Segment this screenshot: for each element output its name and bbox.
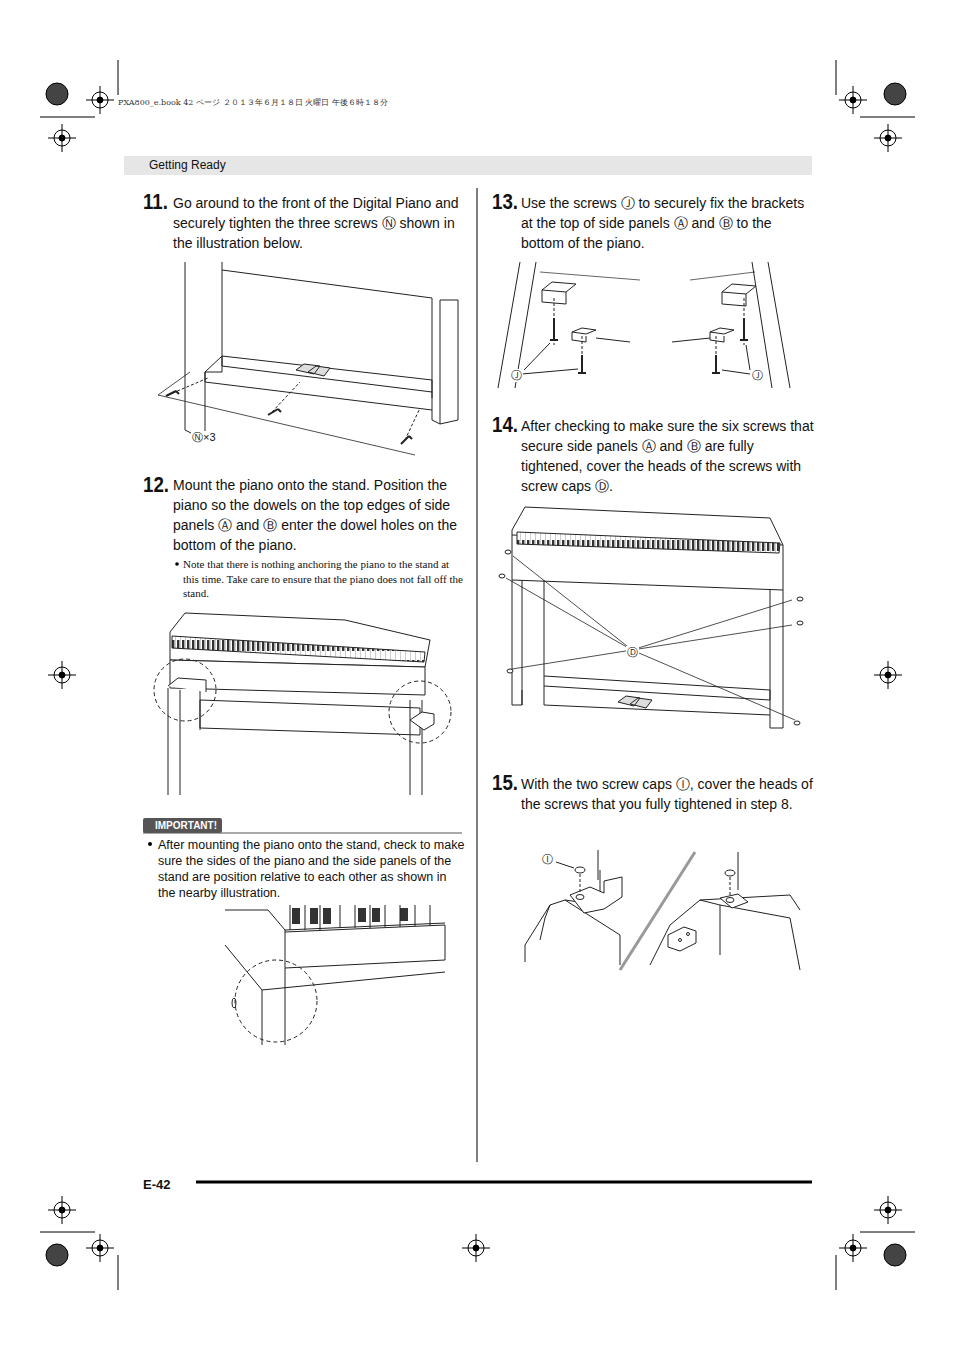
step-text: After checking to make sure the six scre… <box>521 416 817 496</box>
screw-cap-placement-illustration <box>499 507 803 728</box>
step-text: Mount the piano onto the stand. Position… <box>173 475 468 555</box>
callout-label: Ⓝ×3 <box>191 431 217 444</box>
bracket-cap-illustration <box>525 850 800 970</box>
step-number: 14. <box>492 413 518 437</box>
callout-label: Ⓘ <box>541 853 554 866</box>
callout-label: Ⓓ <box>626 646 639 659</box>
bullet <box>175 562 179 566</box>
file-stamp: PXA800_e.book 42 ページ ２０１３年６月１８日 火曜日 午後６時… <box>118 98 388 108</box>
page-number: E-42 <box>143 1177 170 1192</box>
step-number: 12. <box>143 473 169 497</box>
bullet <box>148 842 152 846</box>
callout-label: Ⓙ <box>751 369 764 382</box>
step-text: Go around to the front of the Digital Pi… <box>173 193 463 253</box>
step-number: 11. <box>143 190 168 214</box>
step-text: Use the screws Ⓙ to securely fix the bra… <box>521 193 817 253</box>
side-alignment-illustration <box>225 905 445 1045</box>
step-number: 13. <box>492 190 518 214</box>
node-text: IMPORTANT! <box>155 819 217 832</box>
important-text: After mounting the piano onto the stand,… <box>158 837 466 901</box>
stand-rear-illustration <box>158 262 458 455</box>
bracket-screw-illustration <box>498 262 790 388</box>
footer-rule <box>196 1181 812 1184</box>
piano-on-stand-illustration <box>154 613 451 795</box>
important-badge: IMPORTANT! <box>143 818 222 833</box>
column-divider <box>477 188 478 1162</box>
crop-marks <box>40 60 915 1290</box>
callout-label: Ⓙ <box>510 369 523 382</box>
note-text: Note that there is nothing anchoring the… <box>183 557 465 601</box>
section-header-band: Getting Ready <box>124 156 812 175</box>
step-text: With the two screw caps Ⓘ, cover the hea… <box>521 774 817 814</box>
node-text: Getting Ready <box>149 158 806 173</box>
step-number: 15. <box>492 771 518 795</box>
